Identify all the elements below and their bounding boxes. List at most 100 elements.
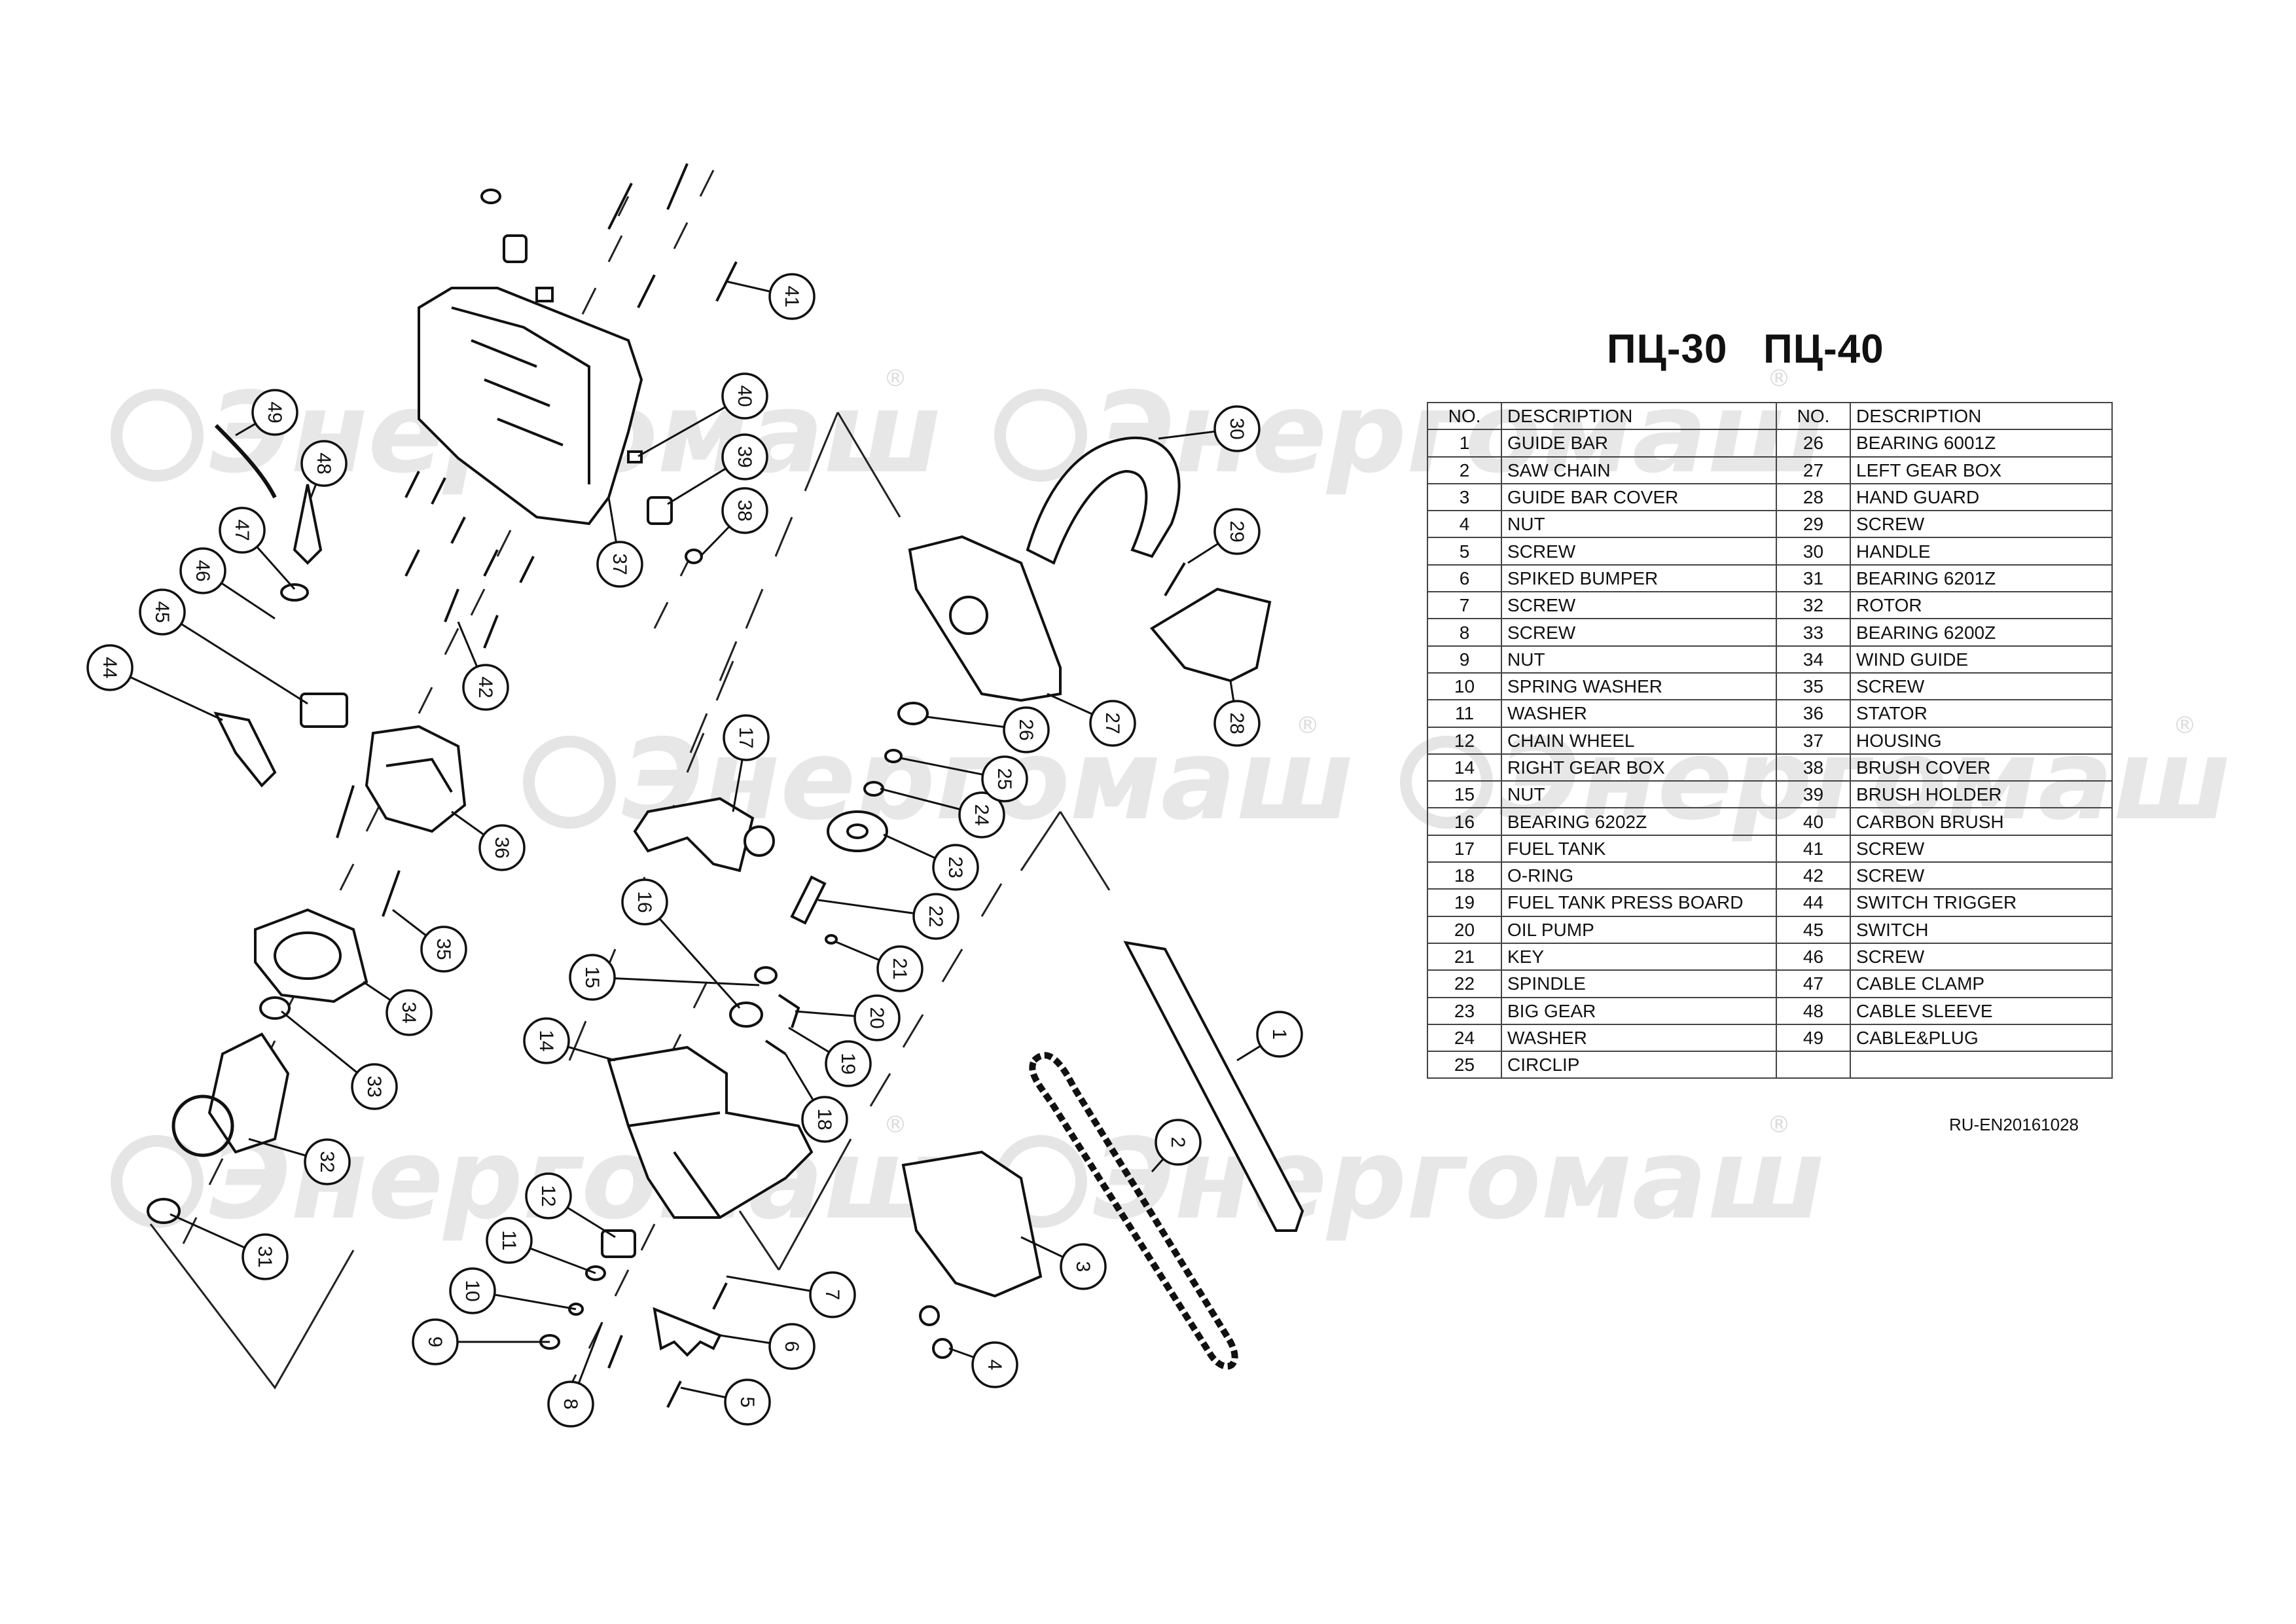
part-number-cell: 44 xyxy=(1776,888,1851,917)
callout-number: 18 xyxy=(814,1108,835,1130)
callout-49: 49 xyxy=(235,389,298,437)
part-description-cell: SCREW xyxy=(1850,942,2113,971)
callout-8: 8 xyxy=(547,1322,603,1428)
callout-bubble xyxy=(219,507,266,554)
callout-23: 23 xyxy=(883,833,979,891)
part-number-cell: 10 xyxy=(1427,672,1502,701)
callout-20: 20 xyxy=(795,994,901,1041)
part-number-cell: 5 xyxy=(1427,537,1502,566)
callout-36: 36 xyxy=(451,810,526,871)
callout-bubble xyxy=(486,1217,533,1264)
part-number-cell: 6 xyxy=(1427,564,1502,593)
callout-30: 30 xyxy=(1158,405,1261,452)
part-description-cell: CABLE CLAMP xyxy=(1850,969,2113,998)
callout-11: 11 xyxy=(486,1217,596,1274)
callout-number: 30 xyxy=(1226,418,1247,439)
callout-bubble xyxy=(525,1172,572,1219)
watermark-registered-mark: ® xyxy=(1296,712,1319,739)
callout-number: 49 xyxy=(264,401,285,423)
callout-45: 45 xyxy=(139,588,308,705)
part-description-cell: HANDLE xyxy=(1850,537,2113,566)
callout-48: 48 xyxy=(300,440,348,498)
part-description-cell: BIG GEAR xyxy=(1501,996,1777,1025)
part-outlines xyxy=(147,189,1304,1359)
callout-bubble xyxy=(386,989,433,1036)
callout-number: 4 xyxy=(984,1360,1005,1371)
watermark-registered-mark: ® xyxy=(884,365,907,392)
callout-22: 22 xyxy=(817,893,960,940)
callout-number: 45 xyxy=(151,601,173,623)
callout-17: 17 xyxy=(723,714,770,812)
callout-bubble xyxy=(825,1040,872,1087)
part-description-cell: SCREW xyxy=(1501,537,1777,566)
callout-number: 28 xyxy=(1226,712,1247,734)
part-number-cell: 42 xyxy=(1776,861,1851,890)
callout-33: 33 xyxy=(281,1010,398,1110)
part-number-cell: 9 xyxy=(1427,645,1502,674)
part-description-cell: CIRCLIP xyxy=(1501,1051,1777,1079)
watermark-registered-mark: ® xyxy=(1767,1111,1791,1138)
part-description-cell: LEFT GEAR BOX xyxy=(1850,456,2113,484)
callout-24: 24 xyxy=(880,787,1005,839)
callout-bubble xyxy=(596,541,643,588)
part-description-cell: BEARING 6200Z xyxy=(1850,618,2113,647)
callout-bubble xyxy=(912,893,960,940)
callout-bubble xyxy=(723,714,770,761)
part-number-cell: 28 xyxy=(1776,482,1851,512)
part-number-cell: 8 xyxy=(1427,618,1502,647)
leader-line xyxy=(643,901,741,1009)
callout-28: 28 xyxy=(1213,680,1261,747)
callout-number: 47 xyxy=(231,519,253,541)
callout-number: 36 xyxy=(491,837,512,858)
part-description-cell: SCREW xyxy=(1850,861,2113,890)
callout-4: 4 xyxy=(948,1341,1018,1388)
part-description-cell: NUT xyxy=(1501,510,1777,539)
callout-27: 27 xyxy=(1047,693,1136,747)
part-number-cell: 7 xyxy=(1427,591,1502,620)
callout-41: 41 xyxy=(726,273,816,320)
part-description-cell: SPINDLE xyxy=(1501,969,1777,998)
callout-number: 10 xyxy=(461,1280,483,1301)
part-description-cell: SCREW xyxy=(1850,672,2113,701)
part-number-cell: 48 xyxy=(1776,996,1851,1025)
part-description-cell: CABLE&PLUG xyxy=(1850,1023,2113,1053)
callout-number: 11 xyxy=(498,1230,520,1250)
callout-bubble xyxy=(801,1096,848,1143)
callout-number: 34 xyxy=(398,1001,420,1023)
callout-16: 16 xyxy=(621,878,741,1009)
callout-number: 24 xyxy=(971,804,992,825)
part-number-cell: 36 xyxy=(1776,699,1851,728)
callout-12: 12 xyxy=(525,1172,616,1238)
callout-number: 33 xyxy=(363,1075,385,1097)
callout-number: 3 xyxy=(1072,1261,1094,1272)
callout-number: 44 xyxy=(99,657,120,678)
part-number-cell: 20 xyxy=(1427,915,1502,944)
callout-39: 39 xyxy=(667,433,768,505)
callout-bubble xyxy=(242,1233,289,1280)
callout-number: 31 xyxy=(254,1246,276,1267)
table-header-row: NO. DESCRIPTION NO. DESCRIPTION xyxy=(1427,401,2113,431)
callout-bubble xyxy=(462,664,509,711)
callout-bubble xyxy=(853,994,901,1041)
callout-number: 38 xyxy=(734,499,755,521)
callout-bubble xyxy=(768,1323,816,1370)
part-description-cell: OIL PUMP xyxy=(1501,915,1777,944)
callout-bubble xyxy=(139,588,186,636)
callout-number: 2 xyxy=(1167,1137,1189,1148)
callout-3: 3 xyxy=(1020,1236,1107,1290)
callout-2: 2 xyxy=(1151,1119,1202,1172)
part-number-cell: 16 xyxy=(1427,807,1502,836)
part-number-cell: 17 xyxy=(1427,834,1502,863)
